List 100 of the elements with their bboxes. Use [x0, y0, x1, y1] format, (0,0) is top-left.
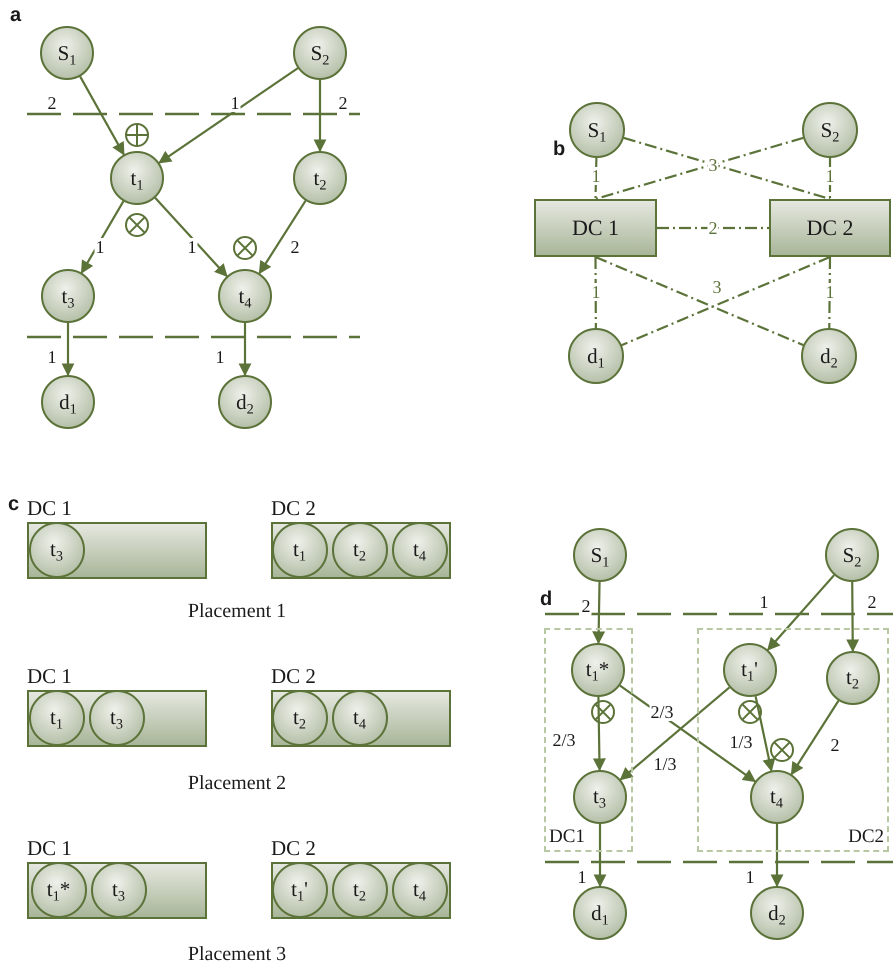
arrow	[594, 824, 606, 888]
node-label: t$_{1}$	[130, 166, 144, 190]
arrow	[154, 197, 228, 278]
arrow	[592, 696, 606, 772]
node-label: t$_{3}$	[62, 284, 74, 308]
data-center-label: DC 1	[27, 495, 72, 521]
arrow	[790, 700, 840, 776]
node-circle	[272, 690, 328, 746]
node-label: d$_{2}$	[768, 900, 786, 926]
node-circle	[332, 690, 388, 746]
node-label: t$_{4}$	[770, 784, 783, 809]
node-circle	[41, 375, 95, 429]
data-center-box	[769, 199, 891, 257]
node-label: d$_{1}$	[587, 344, 605, 368]
node-circle	[272, 522, 328, 578]
arrow	[620, 686, 730, 780]
edge-label: 2	[580, 597, 592, 615]
edge-label: 1	[46, 348, 58, 366]
node-label: d$_{1}$	[59, 390, 77, 414]
data-center-label: DC 2	[806, 215, 854, 241]
data-center-label: DC 2	[271, 663, 316, 689]
node-label: t$_{4}$	[413, 537, 426, 562]
connector-line	[657, 226, 769, 230]
node-label: S$_{2}$	[820, 118, 840, 142]
node-circle	[90, 862, 146, 918]
node-label: t$_{3}$	[50, 537, 63, 562]
edge-label: 1	[576, 868, 588, 886]
node-circle	[41, 269, 95, 323]
node-label: S$_{1}$	[588, 118, 606, 142]
edge-label: 1	[230, 94, 240, 112]
node-circle	[272, 862, 328, 918]
panel-letter: a	[10, 4, 22, 27]
node-label: t$_{1}$'	[741, 657, 758, 682]
node-circle	[293, 151, 347, 205]
panel-letter: d	[540, 588, 552, 611]
node-label: t$_{4}$	[238, 284, 252, 308]
arrow	[314, 80, 326, 152]
edge-label: 1	[94, 238, 106, 256]
node-label: d$_{2}$	[820, 344, 838, 368]
edge-label: 2	[46, 94, 58, 112]
node-label: S$_{1}$	[590, 542, 610, 568]
node-circle	[750, 770, 804, 824]
panel-letter: c	[8, 493, 20, 516]
edge-label: 1	[590, 167, 602, 185]
node-circle	[722, 642, 776, 696]
data-center-label: DC 2	[271, 835, 316, 861]
node-label: t$_{4}$	[353, 705, 366, 730]
edge-label: 1/3	[652, 755, 678, 773]
data-center-label: DC 2	[271, 495, 316, 521]
data-center-group	[544, 628, 633, 852]
panel-letter: b	[553, 138, 566, 161]
node-circle	[392, 862, 448, 918]
edge-label: 2	[338, 94, 348, 112]
node-label: S$_{2}$	[310, 40, 330, 66]
data-center-label: DC1	[549, 826, 585, 848]
caption-text: Placement 2	[188, 772, 286, 795]
node-label: t$_{1}$'	[291, 877, 308, 902]
node-label: t$_{2}$	[314, 166, 326, 190]
edge-label: 2	[290, 238, 300, 256]
arrow	[80, 200, 124, 274]
edge-label: 2	[708, 219, 718, 237]
data-center-label: DC 1	[572, 215, 620, 241]
data-center-label: DC 1	[27, 663, 72, 689]
edge-label: 2	[830, 736, 840, 754]
data-center-box	[534, 199, 657, 257]
node-label: t$_{2}$	[353, 877, 366, 902]
edge-label: 2/3	[650, 703, 674, 721]
edge-label: 2/3	[552, 731, 576, 749]
node-circle	[573, 886, 627, 940]
node-circle	[332, 862, 388, 918]
node-label: t$_{1}$*	[586, 657, 610, 682]
node-label: S$_{1}$	[58, 40, 76, 66]
connector-line	[624, 136, 830, 200]
node-circle	[392, 522, 448, 578]
arrow	[846, 582, 860, 652]
arrow	[754, 696, 776, 772]
node-circle	[28, 522, 84, 578]
node-circle	[88, 690, 144, 746]
node-label: t$_{2}$	[293, 705, 306, 730]
edge-label: 1	[590, 283, 602, 301]
node-label: t$_{1}$	[50, 705, 63, 730]
node-circle	[110, 151, 164, 205]
node-label: t$_{4}$	[413, 877, 426, 902]
edge-label: 3	[708, 156, 718, 174]
edge-label: 3	[712, 278, 722, 296]
node-label: t$_{3}$	[110, 705, 123, 730]
connector-line	[595, 256, 804, 346]
node-label: t$_{1}$	[293, 537, 306, 562]
node-label: d$_{1}$	[591, 900, 609, 926]
arrow	[62, 323, 74, 376]
edge-label: 1	[824, 283, 836, 301]
node-label: t$_{2}$	[353, 537, 366, 562]
edge-label: 2	[866, 593, 878, 611]
node-label: t$_{1}$*	[46, 877, 70, 902]
node-circle	[30, 862, 86, 918]
edge-label: 1	[186, 238, 198, 256]
edge-label: 1	[758, 593, 770, 611]
arrow	[238, 323, 252, 376]
node-circle	[825, 528, 879, 582]
arrow	[767, 574, 835, 651]
